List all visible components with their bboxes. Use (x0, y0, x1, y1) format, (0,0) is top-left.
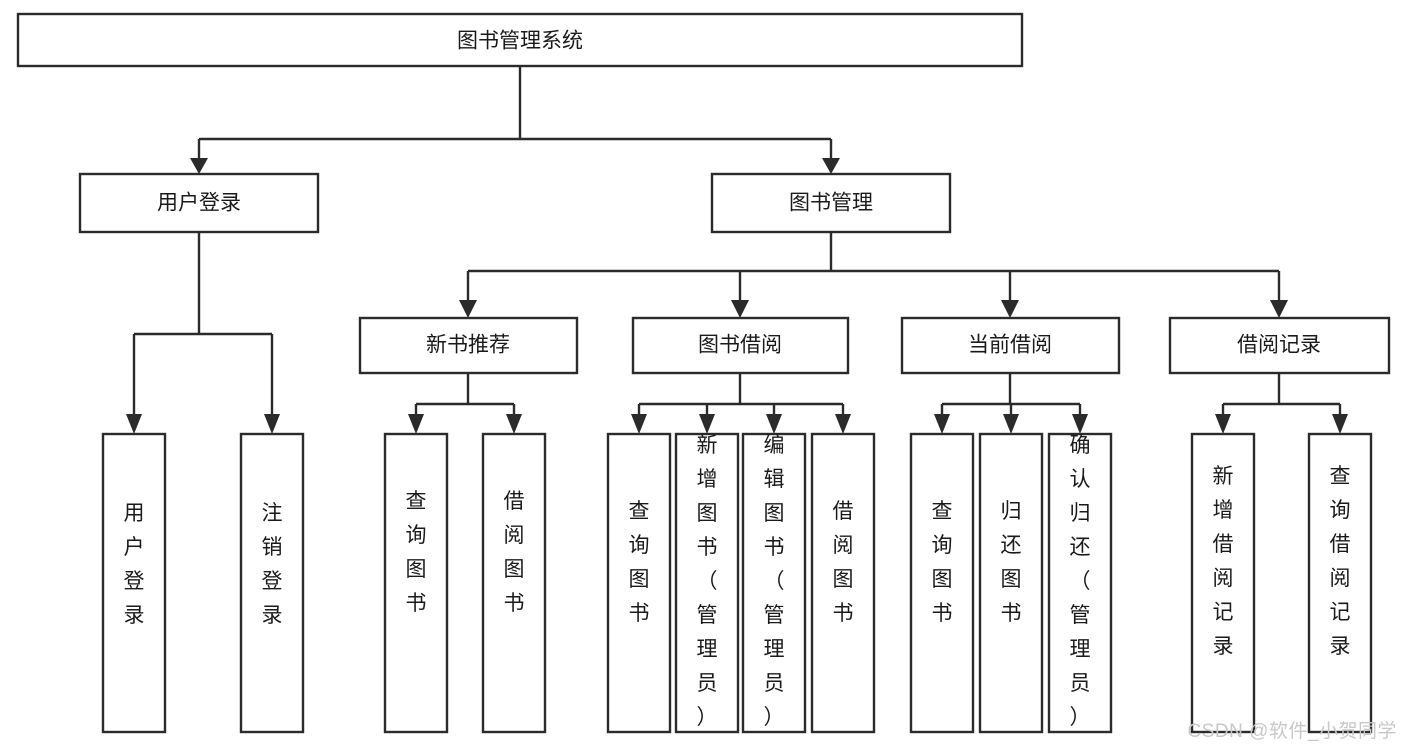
leaf-nbr-borrow-book[interactable]: 借阅图书 (481, 432, 547, 734)
arrow-head-nbr-borrow-book (506, 414, 522, 434)
node-new-book-recommend[interactable]: 新书推荐 (358, 316, 579, 375)
leaf-nbr-query-book[interactable]: 查询图书 (383, 432, 449, 734)
arrow-head-new-book-recommend (459, 300, 477, 318)
node-book-management-box[interactable] (710, 172, 952, 234)
leaf-bb-query-book-label: 查询图书 (629, 500, 650, 625)
node-borrow-record-box[interactable] (1168, 316, 1391, 375)
leaf-cb-query-book[interactable]: 查询图书 (909, 432, 975, 734)
leaf-cb-confirm-return-label: 确认归还（管理员） (1070, 434, 1091, 729)
node-new-book-recommend-box[interactable] (358, 316, 579, 375)
node-root-label: 图书管理系统 (457, 30, 583, 53)
leaf-logout-label: 注销登录 (262, 502, 283, 627)
leaf-cb-confirm-return[interactable]: 确认归还（管理员） (1047, 432, 1113, 734)
leaf-logout-box[interactable] (239, 432, 305, 734)
leaf-br-query-record[interactable]: 查询借阅记录 (1307, 432, 1373, 734)
leaf-nbr-borrow-book-label: 借阅图书 (504, 490, 525, 615)
arrow-head-cb-confirm-return (1072, 414, 1088, 434)
node-borrow-record[interactable]: 借阅记录 (1168, 316, 1391, 375)
leaf-bb-borrow-book-label: 借阅图书 (833, 500, 854, 625)
leaf-bb-add-book-label: 新增图书（管理员） (697, 434, 718, 729)
node-root-box[interactable] (16, 12, 1024, 68)
leaf-nbr-query-book-box[interactable] (383, 432, 449, 734)
node-book-borrow-label: 图书借阅 (698, 334, 782, 357)
node-book-management-label: 图书管理 (789, 192, 873, 215)
node-user-login[interactable]: 用户登录 (78, 172, 320, 234)
arrow-head-nbr-query-book (408, 414, 424, 434)
leaf-logout[interactable]: 注销登录 (239, 432, 305, 734)
csdn-watermark: CSDN @软件_小贺同学 (1187, 721, 1397, 742)
arrow-head-borrow-record (1270, 300, 1288, 318)
leaf-nbr-query-book-label: 查询图书 (406, 490, 427, 615)
leaf-bb-borrow-book-box[interactable] (810, 432, 876, 734)
node-borrow-record-label: 借阅记录 (1237, 334, 1321, 357)
arrow-head-leaf-user-login (126, 414, 142, 434)
node-new-book-recommend-label: 新书推荐 (426, 334, 510, 357)
leaf-cb-query-book-box[interactable] (909, 432, 975, 734)
leaf-bb-edit-book[interactable]: 编辑图书（管理员） (741, 432, 807, 734)
arrow-head-book-borrow (731, 300, 749, 318)
arrow-head-book-mgmt (822, 158, 840, 174)
arrow-head-br-query-record (1332, 414, 1348, 434)
leaf-cb-query-book-label: 查询图书 (932, 500, 953, 625)
arrow-head-current-borrow (1001, 300, 1019, 318)
arrow-head-cb-return-book (1003, 414, 1019, 434)
leaf-bb-edit-book-box[interactable] (741, 432, 807, 734)
leaf-bb-add-book-box[interactable] (674, 432, 740, 734)
arrow-head-bb-borrow-book (835, 414, 851, 434)
leaf-bb-borrow-book[interactable]: 借阅图书 (810, 432, 876, 734)
node-current-borrow-box[interactable] (900, 316, 1121, 375)
leaf-cb-confirm-return-box[interactable] (1047, 432, 1113, 734)
leaf-user-login-box[interactable] (101, 432, 167, 734)
arrow-head-cb-query-book (934, 414, 950, 434)
node-book-borrow-box[interactable] (631, 316, 850, 375)
node-user-login-box[interactable] (78, 172, 320, 234)
arrow-head-user-login (190, 158, 208, 174)
arrow-head-leaf-logout (264, 414, 280, 434)
leaf-bb-query-book-box[interactable] (606, 432, 672, 734)
node-current-borrow-label: 当前借阅 (968, 334, 1052, 357)
leaf-br-query-record-label: 查询借阅记录 (1330, 465, 1351, 658)
node-book-management[interactable]: 图书管理 (710, 172, 952, 234)
leaf-br-add-record-box[interactable] (1190, 432, 1256, 734)
leaf-user-login-label: 用户登录 (124, 502, 145, 627)
node-user-login-label: 用户登录 (157, 192, 241, 215)
leaf-nbr-borrow-book-box[interactable] (481, 432, 547, 734)
arrow-head-br-add-record (1215, 414, 1231, 434)
leaf-cb-return-book-label: 归还图书 (1001, 500, 1022, 625)
node-book-borrow[interactable]: 图书借阅 (631, 316, 850, 375)
leaf-bb-add-book[interactable]: 新增图书（管理员） (674, 432, 740, 734)
leaf-br-add-record[interactable]: 新增借阅记录 (1190, 432, 1256, 734)
leaf-cb-return-book-box[interactable] (978, 432, 1044, 734)
arrow-head-bb-add-book (699, 414, 715, 434)
leaf-cb-return-book[interactable]: 归还图书 (978, 432, 1044, 734)
leaf-br-add-record-label: 新增借阅记录 (1213, 465, 1234, 658)
leaf-user-login[interactable]: 用户登录 (101, 432, 167, 734)
leaf-bb-edit-book-label: 编辑图书（管理员） (764, 434, 785, 729)
leaf-bb-query-book[interactable]: 查询图书 (606, 432, 672, 734)
node-root[interactable]: 图书管理系统 (16, 12, 1024, 68)
node-current-borrow[interactable]: 当前借阅 (900, 316, 1121, 375)
arrow-head-bb-edit-book (766, 414, 782, 434)
leaf-br-query-record-box[interactable] (1307, 432, 1373, 734)
arrow-head-bb-query-book (631, 414, 647, 434)
connector-layer (126, 66, 1348, 434)
